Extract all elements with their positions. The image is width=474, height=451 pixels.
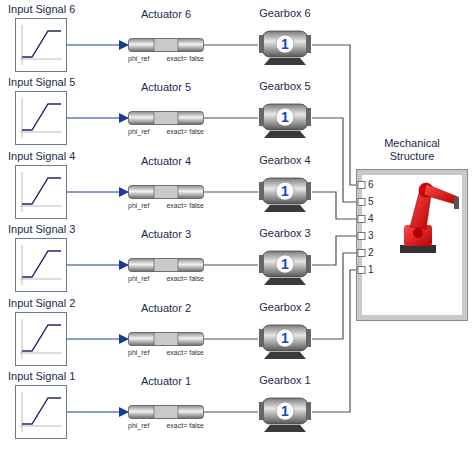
ratio-number: 1 [281,183,289,199]
ratio-number: 1 [281,330,289,346]
signal-connector [67,339,128,340]
block-label: Input Signal 6 [8,3,75,16]
block-label: Actuator 1 [141,375,191,388]
robot-illustration [362,175,462,319]
block-label: Input Signal 1 [8,370,75,383]
signal-connector [67,118,128,119]
block-label: Actuator 5 [141,81,191,94]
port-name: phi_ref [128,275,149,283]
ramp-icon [16,92,66,148]
block-label: Input Signal 5 [8,76,75,89]
block-label: Actuator 6 [141,8,191,21]
block-label: Gearbox 6 [259,7,310,20]
pin-number: 5 [368,196,374,208]
flange-connector [204,264,258,265]
signal-source-block: Input Signal 5 [15,91,67,145]
actuator-cylinder [128,38,204,56]
block-label: Input Signal 3 [8,223,75,236]
parameter-text: exact= false [166,55,204,63]
block-label: Actuator 4 [141,155,191,168]
pin-number: 3 [368,230,374,242]
port-name: phi_ref [128,349,149,357]
block-label: Input Signal 2 [8,297,75,310]
block-label: Gearbox 2 [259,301,310,314]
gearbox-block: Gearbox 41 [258,172,312,212]
block-label: Gearbox 5 [259,80,310,93]
flange-connector [204,338,258,339]
parameter-text: exact= false [166,422,204,430]
flange-connector [312,236,357,265]
ramp-icon [16,166,66,222]
pin-number: 1 [368,264,374,276]
ratio-number: 1 [281,256,289,272]
actuator-cylinder [128,111,204,129]
actuator-block: Actuator 5phi_refexact= false [128,111,204,125]
signal-source-block: Input Signal 3 [15,238,67,292]
flange-connector [204,44,258,45]
signal-connector [67,265,128,266]
parameter-text: exact= false [166,202,204,210]
parameter-text: exact= false [166,349,204,357]
port-name: phi_ref [128,202,149,210]
actuator-cylinder [128,258,204,276]
port-name: phi_ref [128,128,149,136]
signal-connector [67,45,128,46]
block-label: Input Signal 4 [8,150,75,163]
gearbox-block: Gearbox 31 [258,245,312,285]
actuator-cylinder [128,185,204,203]
flange-connector [312,45,357,185]
signal-source-block: Input Signal 1 [15,385,67,439]
block-label: Gearbox 1 [259,374,310,387]
flange-connector [204,191,258,192]
signal-source-block: Input Signal 6 [15,18,67,72]
flange-connector [312,192,357,219]
pin-number: 4 [368,213,374,225]
actuator-cylinder [128,332,204,350]
ramp-icon [16,239,66,295]
block-label: Mechanical Structure [372,137,452,163]
port-name: phi_ref [128,422,149,430]
gearbox-block: Gearbox 11 [258,392,312,432]
gearbox-block: Gearbox 51 [258,98,312,138]
ratio-number: 1 [281,109,289,125]
block-label: Actuator 2 [141,302,191,315]
parameter-text: exact= false [166,275,204,283]
block-label: Gearbox 3 [259,227,310,240]
flange-connector [204,411,258,412]
ramp-icon [16,313,66,369]
actuator-block: Actuator 6phi_refexact= false [128,38,204,52]
pin-number: 6 [368,179,374,191]
gearbox-block: Gearbox 61 [258,25,312,65]
signal-source-block: Input Signal 4 [15,165,67,219]
signal-connector [67,192,128,193]
flange-connector [312,270,357,412]
signal-connector [67,412,128,413]
port-name: phi_ref [128,55,149,63]
block-label: Actuator 3 [141,228,191,241]
ramp-icon [16,386,66,442]
actuator-block: Actuator 2phi_refexact= false [128,332,204,346]
block-label: Gearbox 4 [259,154,310,167]
signal-source-block: Input Signal 2 [15,312,67,366]
actuator-block: Actuator 4phi_refexact= false [128,185,204,199]
actuator-block: Actuator 1phi_refexact= false [128,405,204,419]
mechanical-structure-box: Mechanical Structure654321 [357,170,467,320]
ratio-number: 1 [281,403,289,419]
ramp-icon [16,19,66,75]
flange-connector [312,118,357,202]
ratio-number: 1 [281,36,289,52]
actuator-cylinder [128,405,204,423]
flange-connector [204,117,258,118]
gearbox-block: Gearbox 21 [258,319,312,359]
pin-number: 2 [368,247,374,259]
parameter-text: exact= false [166,128,204,136]
actuator-block: Actuator 3phi_refexact= false [128,258,204,272]
